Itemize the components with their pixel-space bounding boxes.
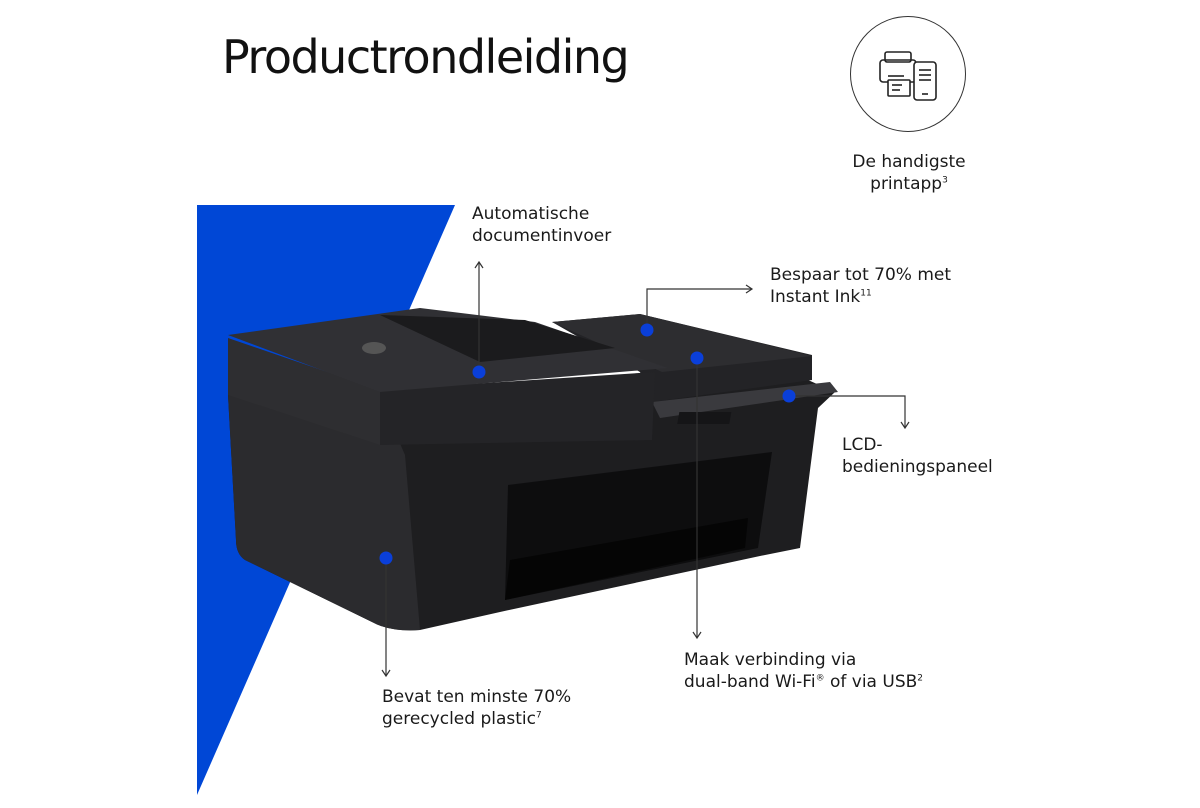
callout-dot-lcd[interactable]: [782, 389, 796, 403]
app-badge: [850, 16, 966, 132]
printer-output-tray: [505, 518, 748, 600]
callout-arrow-plastic: [381, 669, 391, 678]
hp-logo: [362, 342, 386, 354]
callout-arrow-ink: [745, 284, 754, 294]
callout-label-adf: Automatische documentinvoer: [472, 204, 612, 246]
callout-arrow-lcd: [900, 421, 910, 430]
callout-label-connectivity: Maak verbinding via dual-band Wi-Fi® of …: [684, 650, 924, 692]
callout-label-plastic: Bevat ten minste 70% gerecycled plastic7: [382, 687, 572, 729]
callout-dot-plastic[interactable]: [379, 551, 393, 565]
adf-unit-side: [228, 338, 380, 445]
app-badge-label: De handigste printapp3: [852, 152, 966, 194]
callout-label-instant-ink: Bespaar tot 70% met Instant Ink11: [770, 265, 952, 307]
callout-dot-ink[interactable]: [640, 323, 654, 337]
callout-label-lcd: LCD- bedieningspaneel: [842, 435, 993, 477]
printer-front-face: [228, 395, 420, 631]
scanner-lid-top: [552, 314, 812, 372]
callout-dot-connectivity[interactable]: [690, 351, 704, 365]
lcd-display: [677, 412, 732, 424]
printer-phone-icon: [879, 51, 937, 101]
page-title: Productrondleiding: [222, 30, 630, 84]
callout-arrow-connectivity: [692, 631, 702, 640]
adf-unit-front: [380, 372, 655, 445]
callout-line-lcd: [789, 395, 906, 428]
callout-line-ink: [646, 288, 752, 330]
callout-dot-adf[interactable]: [472, 365, 486, 379]
adf-feed-tray: [380, 315, 615, 362]
adf-unit-top: [228, 308, 668, 392]
callout-arrow-adf: [474, 260, 484, 269]
